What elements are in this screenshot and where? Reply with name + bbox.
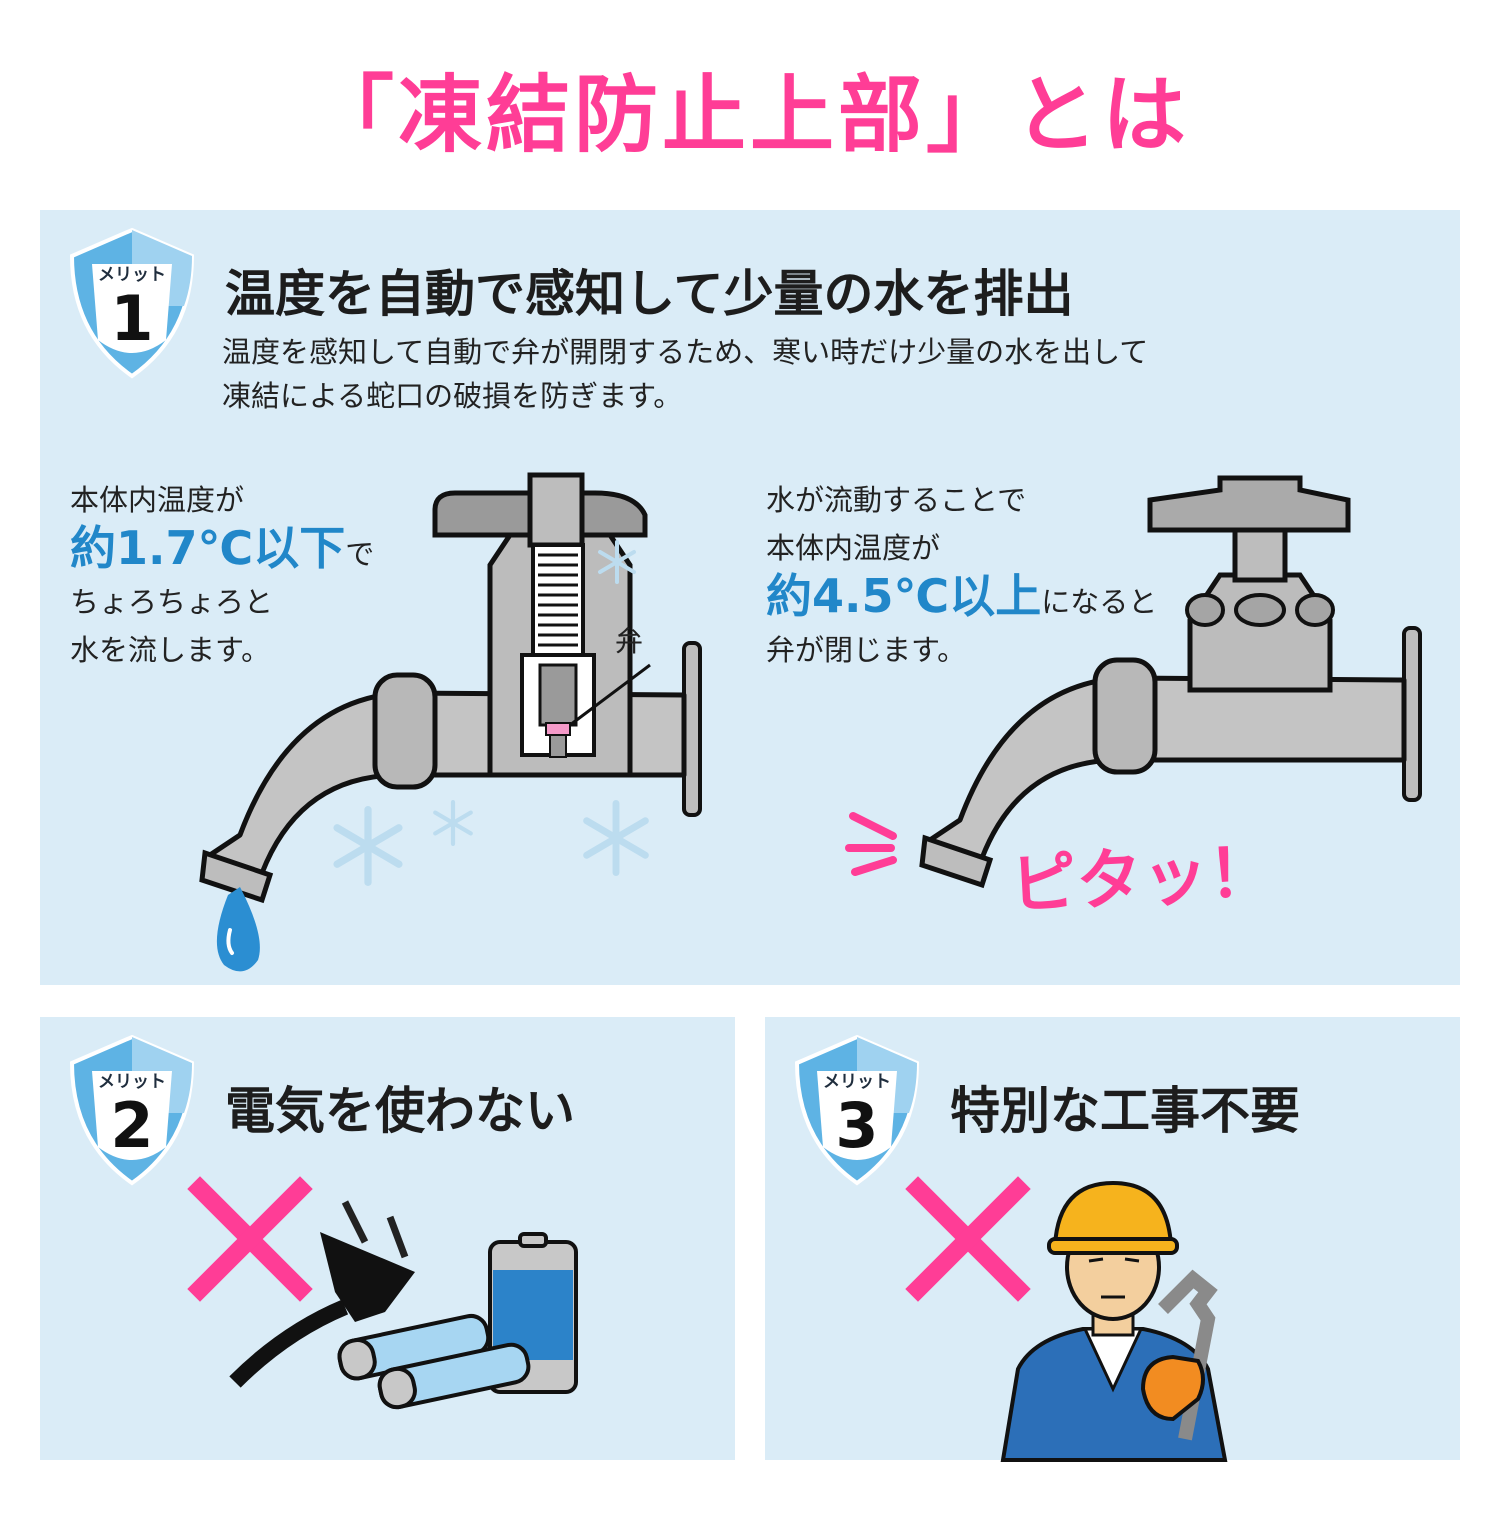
merit-1-description: 温度を感知して自動で弁が開閉するため、寒い時だけ少量の水を出して 凍結による蛇口…: [222, 330, 1148, 418]
callout-line: ちょろちょろと: [70, 585, 274, 619]
battery-icon: [337, 1232, 578, 1410]
temperature-high-emphasis: 約4.5℃以上: [766, 569, 1042, 623]
impact-lines-icon: [845, 812, 897, 876]
shield-badge-icon: [794, 1034, 920, 1186]
merit-badge-label: メリット: [98, 1072, 166, 1092]
merit-2-heading: 電気を使わない: [225, 1082, 575, 1140]
merit-2-panel: メリット 2 電気を使わない: [40, 1017, 735, 1460]
cross-mark-icon: [187, 1176, 313, 1302]
right-callout: 水が流動することで 本体内温度が 約4.5℃以上になると 弁が閉じます。: [766, 476, 1157, 674]
left-callout: 本体内温度が 約1.7℃以下で ちょろちょろと 水を流します。: [70, 476, 374, 674]
snowflake-icon: [333, 806, 403, 886]
exclamation-text: ピタッ！: [1008, 833, 1277, 924]
callout-line: 弁が閉じます。: [766, 633, 967, 667]
valve-label: 弁: [615, 625, 644, 658]
merit-2-badge: メリット 2: [62, 1031, 202, 1191]
page-title: 「凍結防止上部」とは: [309, 66, 1190, 164]
temperature-low-emphasis: 約1.7℃以下: [70, 521, 346, 575]
callout-line: 水が流動することで: [766, 483, 1027, 517]
faucet-closed-icon: [919, 475, 1422, 889]
merit-3-heading: 特別な工事不要: [950, 1082, 1300, 1140]
callout-line: 水を流します。: [70, 633, 271, 667]
cross-mark-icon: [905, 1176, 1031, 1302]
snowflake-icon: [433, 800, 473, 846]
merit-badge-label: メリット: [823, 1072, 891, 1092]
callout-line: 本体内温度が: [766, 531, 941, 565]
worker-icon: [1000, 1180, 1228, 1462]
shield-badge-icon: [69, 1034, 195, 1186]
callout-line: 本体内温度が: [70, 483, 245, 517]
merit-3-badge: メリット 3: [787, 1031, 927, 1191]
merit-1-panel: メリット 1 温度を自動で感知して少量の水を排出 温度を感知して自動で弁が開閉す…: [40, 210, 1460, 985]
callout-suffix: で: [345, 537, 375, 571]
callout-suffix: になると: [1041, 585, 1158, 619]
merit-badge-number: 3: [835, 1089, 879, 1162]
merit-badge-label: メリット: [98, 265, 166, 285]
merit-1-heading: 温度を自動で感知して少量の水を排出: [225, 265, 1074, 323]
power-plug-icon: [229, 1200, 415, 1388]
merit-1-badge: メリット 1: [62, 224, 202, 384]
merit-3-panel: メリット 3 特別な工事不要: [765, 1017, 1460, 1462]
faucet-cutaway-icon: [199, 472, 702, 972]
snowflake-icon: [583, 800, 649, 876]
merit-badge-number: 1: [110, 282, 154, 355]
merit-badge-number: 2: [110, 1089, 154, 1162]
snowflake-icon: [598, 540, 636, 584]
description-line: 凍結による蛇口の破損を防ぎます。: [222, 379, 683, 413]
description-line: 温度を感知して自動で弁が開閉するため、寒い時だけ少量の水を出して: [222, 335, 1149, 369]
shield-badge-icon: [69, 227, 195, 379]
